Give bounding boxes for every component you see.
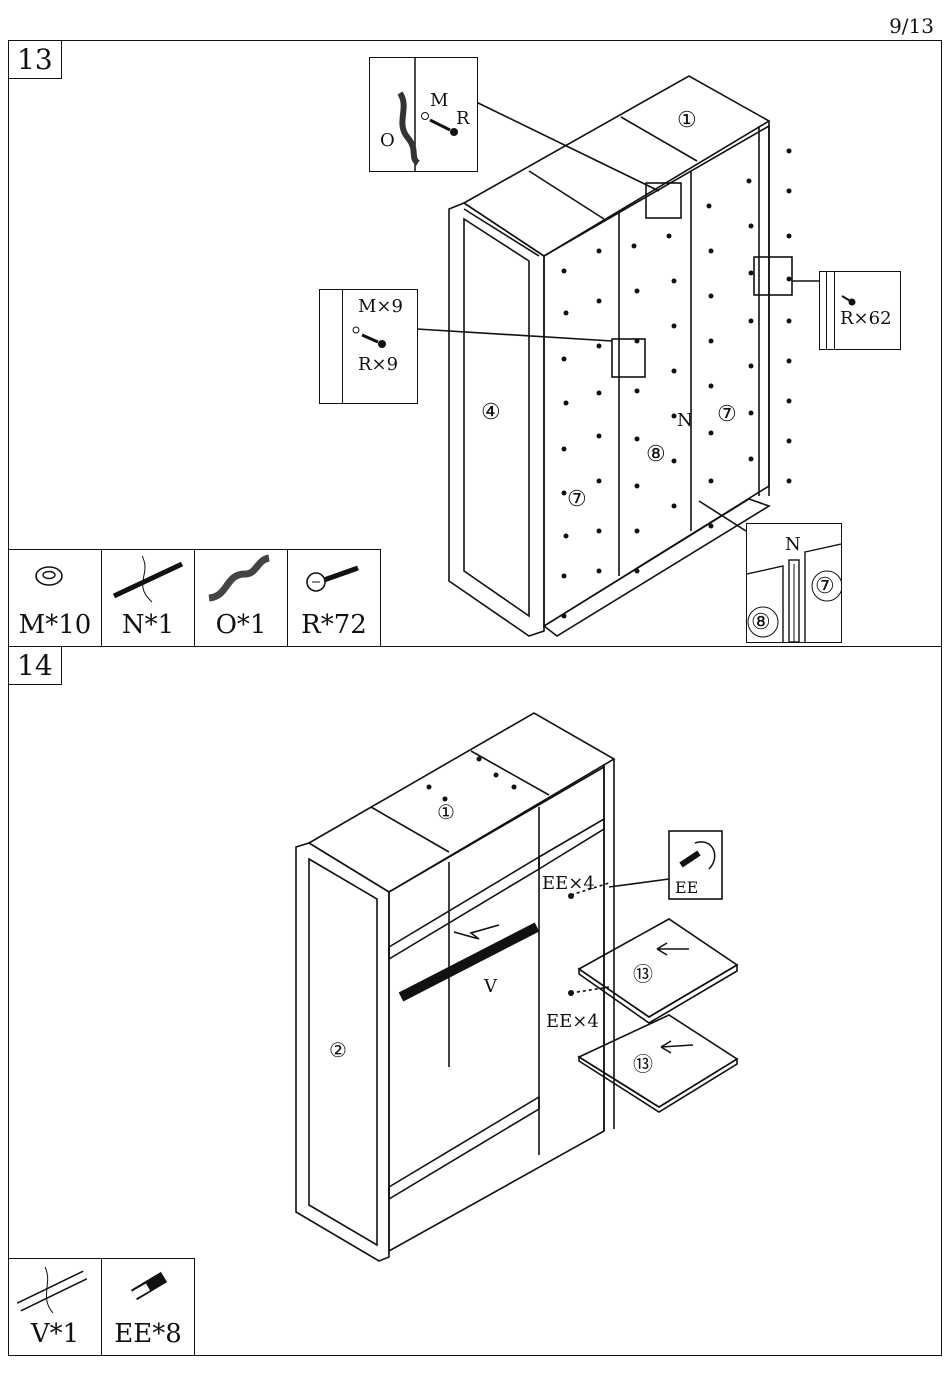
callout-top: M R O [369,57,478,172]
step-13-number: 13 [9,41,62,79]
ee-callout-lower: EE×4 [546,1011,599,1032]
callout-top-r: R [454,108,472,129]
callout-top-o: O [378,130,397,151]
screw-icon [362,335,378,342]
label-panel-8: ⑧ [646,442,666,467]
washer-icon [422,113,429,120]
label-panel-7a: ⑦ [717,402,737,427]
back-panel [544,126,769,626]
callout-left-r: R×9 [356,354,400,375]
label-panel-1: ① [677,108,697,133]
part-label: R*72 [288,610,380,640]
arrow-shelf-b [661,1041,693,1053]
step-14-parts: V*1 EE*8 [9,1258,195,1355]
label-panel-2: ② [329,1038,347,1062]
part-label: V*1 [9,1319,101,1349]
lower-shelf [389,1097,539,1199]
part-label: M*10 [9,610,101,640]
step-14-panel: ① ② V ⑬ ⑬ EE×4 EE×4 EE 14 V*1 EE*8 [8,646,942,1356]
shelf-13b [579,1015,737,1107]
callout-left-m: M×9 [356,296,405,317]
hanging-rod [401,927,537,997]
ee-zoom-label: EE [675,878,698,897]
screw-icon [430,120,450,130]
label-panel-1: ① [437,800,455,824]
upper-shelf [389,857,539,959]
shelf-13a [579,919,737,1017]
callout-bottom-n: N [783,534,803,555]
step-13-parts: M*10 N*1 O*1 R*72 [9,549,381,646]
part-pin-ee: EE*8 [102,1259,195,1355]
callout-bottom: N ⑧ ⑦ [746,523,842,643]
part-rod-v: V*1 [9,1259,102,1355]
ee-callout-upper: EE×4 [542,873,595,894]
tape-icon [195,554,287,604]
label-panel-7b: ⑦ [567,487,587,512]
washer-icon [353,327,359,333]
callout-left: M×9 R×9 [319,289,418,404]
zoom-box-left [612,339,645,377]
label-panel-13b: ⑬ [633,1052,653,1076]
label-panel-13a: ⑬ [633,962,653,986]
callout-bottom-8: ⑧ [749,610,773,635]
part-label: O*1 [195,610,287,640]
part-screw-r: R*72 [288,550,381,646]
part-tape-o: O*1 [195,550,288,646]
part-strip-n: N*1 [102,550,195,646]
part-washer-m: M*10 [9,550,102,646]
arrow-rod [454,925,499,939]
step-13-panel: ① ④ ⑦ ⑦ ⑧ N 13 M R O M×9 R×9 [8,40,942,647]
top-panel-1 [464,76,769,256]
callout-top-m: M [428,90,450,111]
washer-icon [9,554,101,604]
callout-bottom-7: ⑦ [813,574,837,599]
step-14-drawing: ① ② V ⑬ ⑬ EE×4 EE×4 EE [9,647,941,1357]
top-panel-1 [309,713,614,892]
label-n: N [677,410,693,431]
label-v: V [483,976,498,997]
pin-icon [102,1263,194,1313]
part-label: N*1 [102,610,194,640]
screw-icon [288,554,380,604]
ee-pin-icon [681,842,715,869]
label-panel-4: ④ [481,400,501,425]
callout-right-r: R×62 [838,308,894,329]
arrow-shelf-a [657,943,689,955]
part-label: EE*8 [102,1319,194,1349]
zoom-box-top [646,183,681,218]
step-14-number: 14 [9,647,62,685]
strip-icon [102,554,194,604]
page-number: 9/13 [889,14,934,38]
rod-icon [9,1263,101,1313]
callout-right: R×62 [819,271,901,350]
